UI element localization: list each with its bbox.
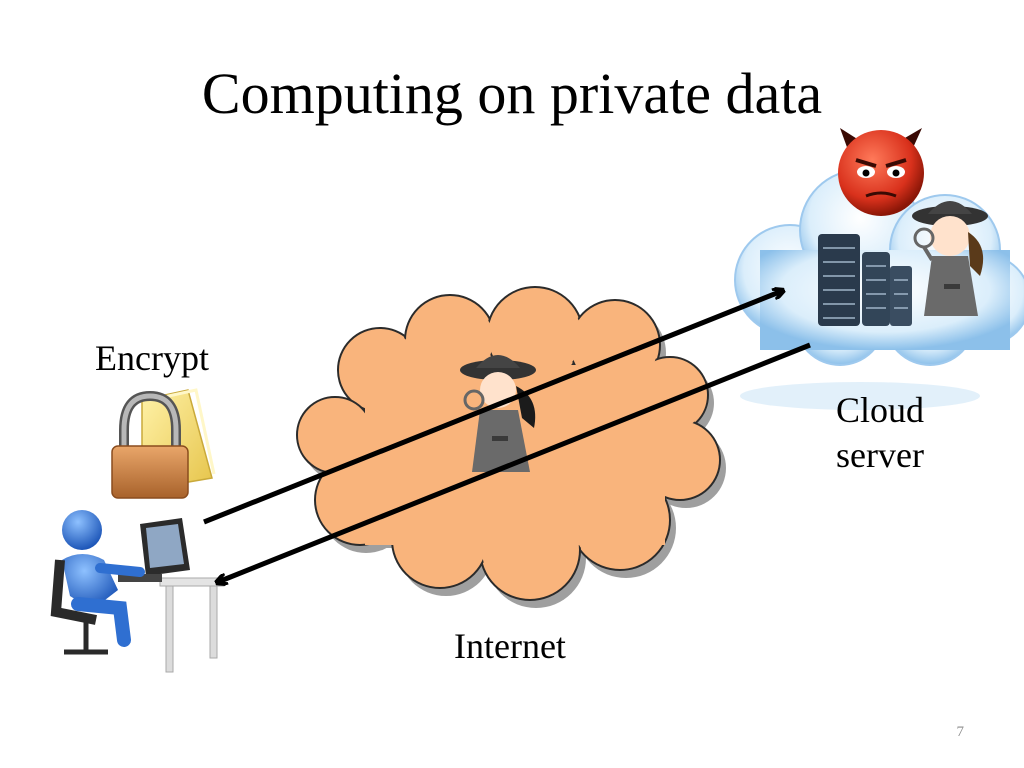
cloud-server-label-line2: server	[836, 435, 924, 475]
upload-arrow	[203, 291, 782, 525]
download-arrow	[218, 342, 811, 582]
data-flow-arrows	[203, 291, 811, 582]
page-number: 7	[956, 724, 965, 740]
cloud-server-label: Cloud server	[828, 388, 932, 478]
spy-icon	[460, 355, 536, 472]
cloud-server-label-line1: Cloud	[835, 390, 924, 430]
internet-label: Internet	[454, 626, 566, 666]
server-rack-icon	[818, 234, 912, 326]
user-at-computer-icon	[50, 510, 225, 673]
locked-folder-icon	[111, 388, 216, 499]
devil-face-icon	[838, 128, 924, 216]
spy-icon	[912, 201, 988, 316]
slide-title: Computing on private data	[201, 61, 823, 126]
encrypt-label: Encrypt	[95, 338, 209, 378]
